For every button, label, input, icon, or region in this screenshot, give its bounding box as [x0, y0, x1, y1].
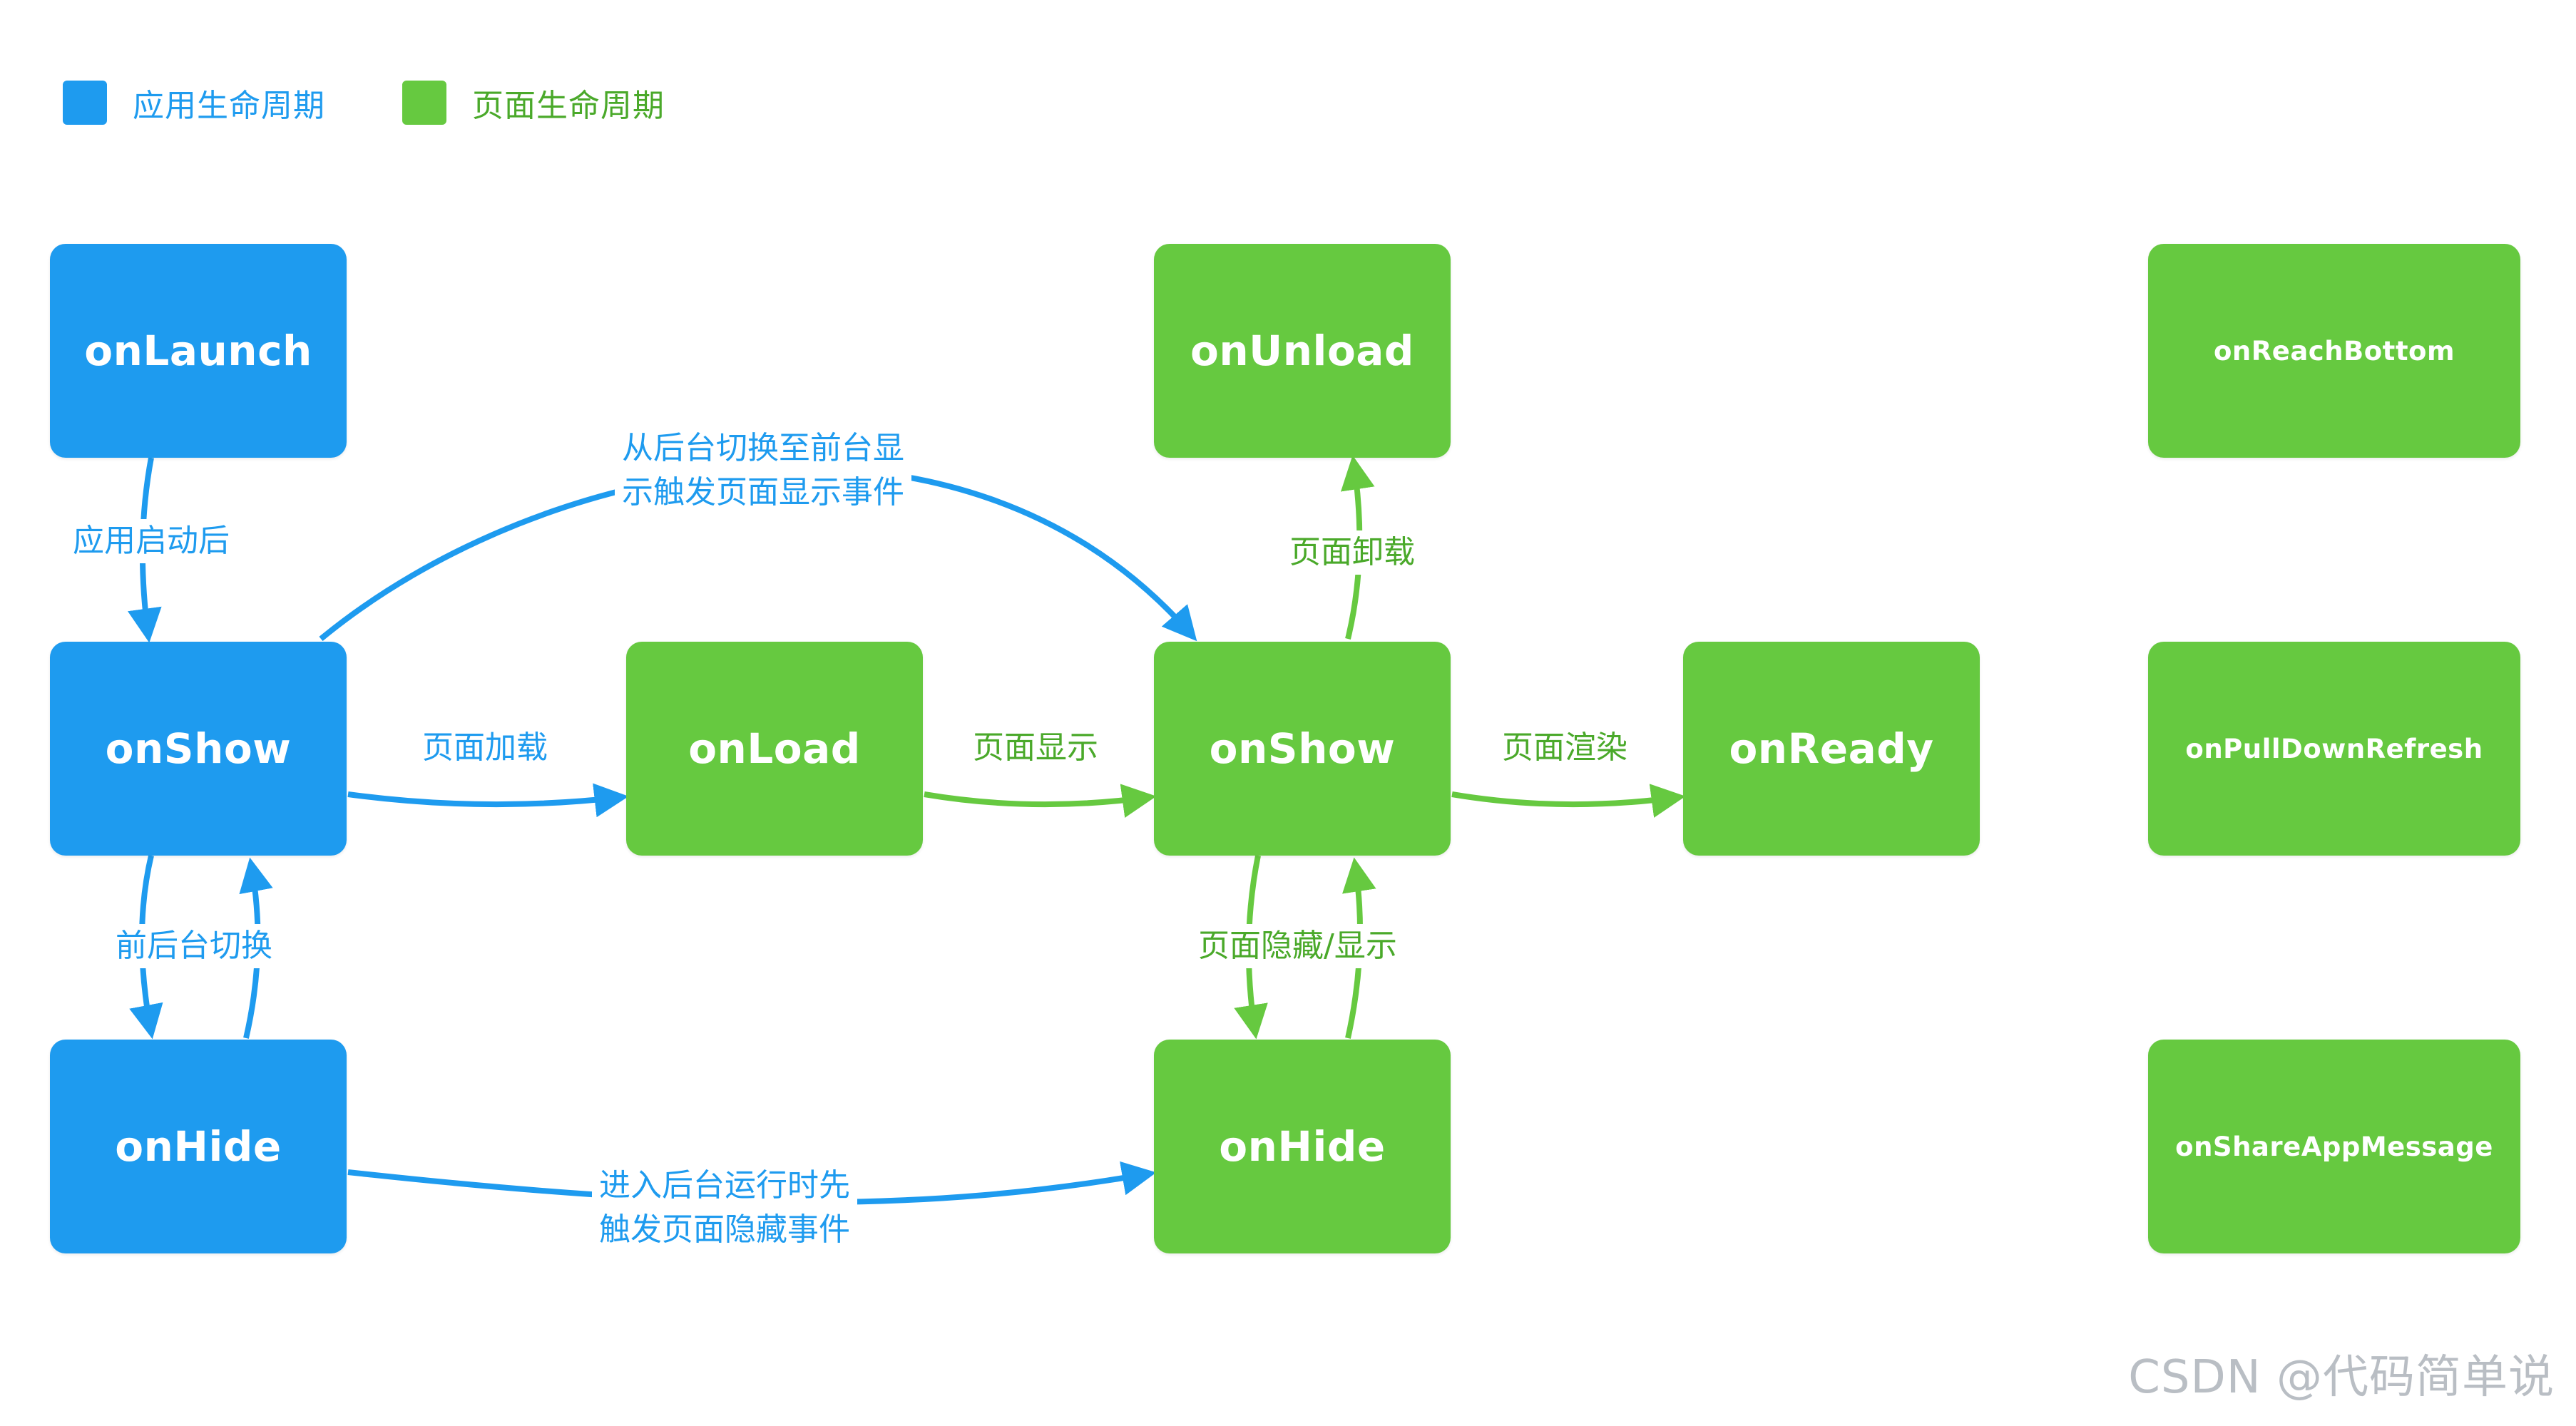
edge-label-switch-fg-bg: 前后台切换 — [108, 924, 280, 968]
node-app-onhide-label: onHide — [115, 1122, 282, 1171]
edge-label-page-hide-show: 页面隐藏/显示 — [1191, 924, 1404, 968]
arrow-load-to-show — [924, 784, 1157, 818]
edge-label-page-render: 页面渲染 — [1502, 729, 1627, 766]
edge-label-enter-bg-line2: 触发页面隐藏事件 — [599, 1211, 850, 1248]
edge-label-enter-bg: 进入后台运行时先 触发页面隐藏事件 — [592, 1164, 857, 1252]
node-page-onshow-label: onShow — [1209, 724, 1396, 773]
legend-page: 页面生命周期 — [402, 80, 665, 125]
node-app-onlaunch: onLaunch — [50, 244, 347, 458]
node-page-onunload: onUnload — [1154, 244, 1451, 458]
edge-label-page-load: 页面加载 — [422, 729, 548, 766]
legend-page-label: 页面生命周期 — [472, 88, 665, 124]
node-page-onreachbottom: onReachBottom — [2148, 244, 2520, 458]
node-page-onshareappmessage: onShareAppMessage — [2148, 1040, 2520, 1253]
watermark: CSDN @代码简单说 — [2128, 1351, 2555, 1404]
edge-label-bg-to-fg-line2: 示触发页面显示事件 — [622, 474, 904, 511]
node-page-onhide-label: onHide — [1219, 1122, 1386, 1171]
node-page-onpulldownrefresh-label: onPullDownRefresh — [2185, 733, 2483, 764]
node-page-onhide: onHide — [1154, 1040, 1451, 1253]
node-app-onhide: onHide — [50, 1040, 347, 1253]
edge-label-after-launch: 应用启动后 — [66, 519, 237, 563]
edge-label-page-show: 页面显示 — [973, 729, 1098, 766]
node-page-onshow: onShow — [1154, 642, 1451, 856]
node-page-onready: onReady — [1683, 642, 1980, 856]
node-page-onreachbottom-label: onReachBottom — [2213, 335, 2455, 366]
node-page-onunload-label: onUnload — [1190, 327, 1414, 375]
legend-app: 应用生命周期 — [63, 80, 325, 125]
edge-label-page-unload: 页面卸载 — [1282, 530, 1422, 575]
node-page-onpulldownrefresh: onPullDownRefresh — [2148, 642, 2520, 856]
node-page-onload: onLoad — [626, 642, 923, 856]
arrow-show-to-load — [347, 783, 629, 818]
edge-label-bg-to-fg-line1: 从后台切换至前台显 — [622, 430, 904, 466]
arrow-show-to-ready — [1451, 784, 1686, 818]
edge-label-bg-to-fg: 从后台切换至前台显 示触发页面显示事件 — [615, 426, 911, 515]
legend-page-swatch — [402, 81, 446, 125]
legend-app-label: 应用生命周期 — [133, 88, 325, 124]
legend-app-swatch — [63, 81, 107, 125]
node-app-onshow-label: onShow — [105, 724, 292, 773]
node-app-onlaunch-label: onLaunch — [84, 327, 312, 375]
node-page-onshareappmessage-label: onShareAppMessage — [2175, 1131, 2493, 1162]
node-page-onload-label: onLoad — [688, 724, 861, 773]
edge-label-enter-bg-line1: 进入后台运行时先 — [599, 1167, 850, 1204]
node-app-onshow: onShow — [50, 642, 347, 856]
node-page-onready-label: onReady — [1729, 724, 1934, 773]
